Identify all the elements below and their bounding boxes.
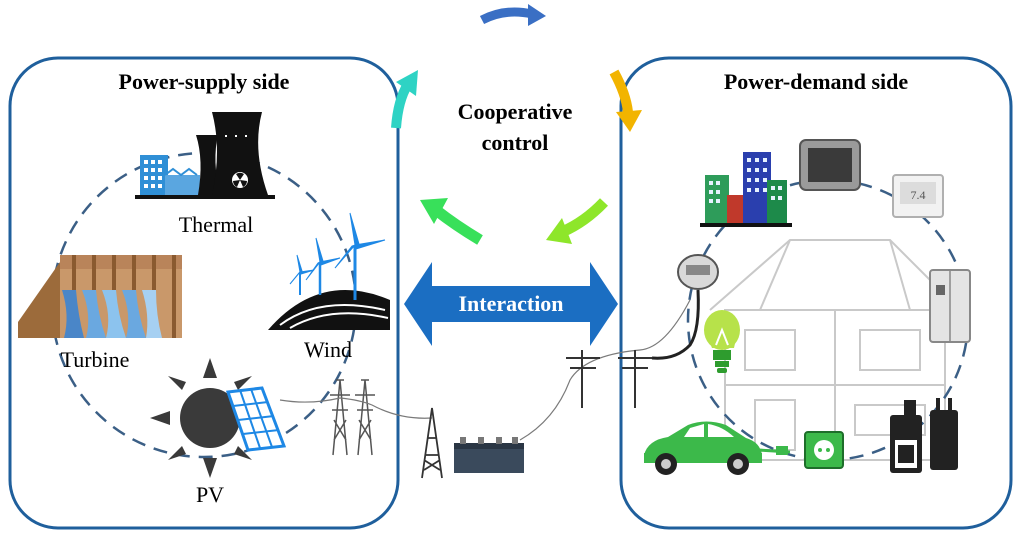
house-icon (709, 239, 961, 461)
turbine-label: Turbine (61, 347, 130, 372)
socket-icon (804, 431, 844, 469)
transmission-tower-icon (421, 407, 443, 479)
meter-cable (651, 289, 700, 360)
arrow-top-icon (479, 4, 546, 26)
center-title-line2: control (482, 130, 549, 155)
interaction-arrow (404, 262, 618, 346)
dam-icon (18, 255, 182, 338)
pv-label: PV (196, 482, 224, 507)
factory-icon (140, 155, 200, 195)
thermostat-icon: 7.4 (892, 174, 944, 218)
utility-pole-icon (566, 350, 652, 408)
lightbulb-icon (704, 310, 740, 373)
arrow-gold-icon (609, 69, 642, 132)
electric-car-icon (644, 421, 762, 475)
transformer-icon (454, 437, 524, 473)
transmission-tower-icon (330, 379, 375, 456)
demand-panel (619, 56, 1013, 530)
arrow-lime-icon (546, 198, 608, 244)
power-line (519, 299, 691, 441)
cooling-tower-icon (135, 112, 275, 199)
supply-title: Power-supply side (119, 69, 290, 94)
thermal-label: Thermal (179, 212, 254, 237)
wind-turbine-icon (268, 212, 390, 330)
city-buildings-icon (700, 152, 792, 227)
demand-title: Power-demand side (724, 69, 909, 94)
supply-panel (8, 56, 400, 530)
svg-text:7.4: 7.4 (911, 188, 926, 202)
wind-label: Wind (304, 337, 352, 362)
arrow-teal-icon (391, 70, 418, 129)
solar-sun-icon (150, 358, 252, 478)
interaction-label: Interaction (458, 291, 563, 316)
meter-icon (677, 254, 719, 290)
tv-icon (799, 139, 861, 191)
solar-panel-icon (225, 386, 287, 452)
ev-plug (776, 446, 788, 455)
fridge-icon (929, 269, 971, 343)
center-title-line1: Cooperative (458, 99, 573, 124)
arrow-green-icon (420, 198, 483, 245)
plug-icon (890, 398, 958, 473)
power-line (279, 397, 433, 419)
